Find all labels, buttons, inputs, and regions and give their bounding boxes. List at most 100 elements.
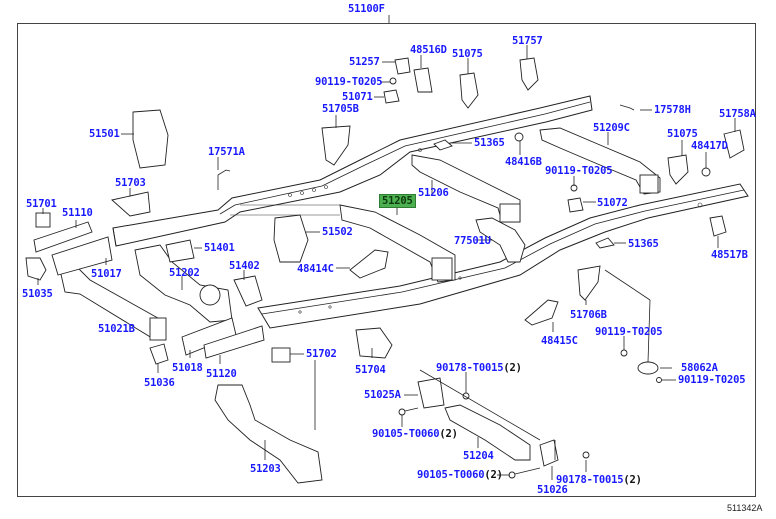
part-label-90119-T0205[interactable]: 90119-T0205 xyxy=(595,326,663,338)
part-label-48415C[interactable]: 48415C xyxy=(541,335,578,347)
bracket-51017 xyxy=(51,236,113,276)
bracket-51402 xyxy=(233,275,263,307)
part-label-51402[interactable]: 51402 xyxy=(229,260,260,272)
fastener-90105a xyxy=(398,407,419,416)
tube-17571A xyxy=(217,169,231,190)
part-label-51026[interactable]: 51026 xyxy=(537,484,568,496)
crossmember-77501U xyxy=(475,217,526,263)
part-label-77501U[interactable]: 77501U xyxy=(454,235,491,247)
part-label-90119-T0205[interactable]: 90119-T0205 xyxy=(315,76,383,88)
part-label-51703[interactable]: 51703 xyxy=(115,177,146,189)
part-label-51704[interactable]: 51704 xyxy=(355,364,386,376)
bracket-51257 xyxy=(394,57,411,75)
part-label-51075[interactable]: 51075 xyxy=(452,48,483,60)
part-label-51072[interactable]: 51072 xyxy=(597,197,628,209)
bracket-48414C xyxy=(349,249,389,279)
part-label-90119-T0205[interactable]: 90119-T0205 xyxy=(545,165,613,177)
part-label-48414C[interactable]: 48414C xyxy=(297,263,334,275)
crossmember-51205 xyxy=(339,204,456,283)
part-label-17571A[interactable]: 17571A xyxy=(208,146,245,158)
part-label-51120[interactable]: 51120 xyxy=(206,368,237,380)
part-label-51757[interactable]: 51757 xyxy=(512,35,543,47)
part-label-51071[interactable]: 51071 xyxy=(342,91,373,103)
part-label-90178-T0015[interactable]: 90178-T0015(2) xyxy=(436,362,522,374)
part-label-48517B[interactable]: 48517B xyxy=(711,249,748,261)
fastener-90119a xyxy=(389,77,397,85)
part-label-48516D[interactable]: 48516D xyxy=(410,44,447,56)
part-label-51075[interactable]: 51075 xyxy=(667,128,698,140)
bracket-51035 xyxy=(25,257,47,281)
assembly-label[interactable]: 51100F xyxy=(348,3,385,15)
part-label-51204[interactable]: 51204 xyxy=(463,450,494,462)
bracket-51704 xyxy=(355,327,393,359)
part-label-51036[interactable]: 51036 xyxy=(144,377,175,389)
part-label-51706B[interactable]: 51706B xyxy=(570,309,607,321)
fastener-48417D xyxy=(701,167,711,177)
part-label-51202[interactable]: 51202 xyxy=(169,267,200,279)
part-label-51401[interactable]: 51401 xyxy=(204,242,235,254)
part-label-51017[interactable]: 51017 xyxy=(91,268,122,280)
crossmember-51209C xyxy=(539,127,661,195)
part-label-51758A[interactable]: 51758A xyxy=(719,108,756,120)
bracket-51072 xyxy=(567,197,584,213)
part-label-90178-T0015[interactable]: 90178-T0015(2) xyxy=(556,474,642,486)
bracket-51501 xyxy=(132,109,169,169)
bracket-51075b xyxy=(667,154,689,185)
bracket-58062A xyxy=(637,361,659,375)
fastener-90119d xyxy=(656,377,662,383)
diagram-frame xyxy=(17,23,756,497)
bracket-51401 xyxy=(165,239,195,263)
part-label-51035[interactable]: 51035 xyxy=(22,288,53,300)
part-label-58062A[interactable]: 58062A xyxy=(681,362,718,374)
part-label-48416B[interactable]: 48416B xyxy=(505,156,542,168)
part-label-51018[interactable]: 51018 xyxy=(172,362,203,374)
part-label-51502[interactable]: 51502 xyxy=(322,226,353,238)
tube-17578H xyxy=(619,104,635,111)
part-label-51209C[interactable]: 51209C xyxy=(593,122,630,134)
part-label-51206[interactable]: 51206 xyxy=(418,187,449,199)
part-label-51501[interactable]: 51501 xyxy=(89,128,120,140)
part-label-51205-selected[interactable]: 51205 xyxy=(379,194,416,208)
fastener-48416B xyxy=(514,132,524,142)
fastener-90105b xyxy=(508,467,541,479)
leader-lines xyxy=(37,45,736,480)
bracket-51110 xyxy=(33,221,93,253)
part-label-51701[interactable]: 51701 xyxy=(26,198,57,210)
bracket-48516D xyxy=(413,67,433,93)
bracket-51365a xyxy=(433,139,453,151)
part-label-17578H[interactable]: 17578H xyxy=(654,104,691,116)
part-label-51702[interactable]: 51702 xyxy=(306,348,337,360)
part-label-51021B[interactable]: 51021B xyxy=(98,323,135,335)
part-label-51110[interactable]: 51110 xyxy=(62,207,93,219)
bracket-51701 xyxy=(35,212,51,228)
bracket-51120 xyxy=(203,325,265,359)
part-label-90105-T0060[interactable]: 90105-T0060(2) xyxy=(372,428,458,440)
bracket-51702 xyxy=(271,347,291,363)
fastener-90178b xyxy=(582,451,590,459)
bracket-51071 xyxy=(383,89,400,104)
part-label-51705B[interactable]: 51705B xyxy=(322,103,359,115)
crossmember-51206 xyxy=(411,154,521,223)
bracket-51706B xyxy=(577,265,601,301)
part-label-51025A[interactable]: 51025A xyxy=(364,389,401,401)
bracket-51036 xyxy=(149,343,169,365)
bracket-51365b xyxy=(595,237,615,249)
fastener-90119c xyxy=(620,349,628,357)
part-label-51203[interactable]: 51203 xyxy=(250,463,281,475)
bracket-48415C xyxy=(524,299,559,326)
frame-rail-upper xyxy=(112,95,593,247)
bracket-51075a xyxy=(459,72,479,109)
part-label-90105-T0060[interactable]: 90105-T0060(2) xyxy=(417,469,503,481)
part-label-48417D[interactable]: 48417D xyxy=(691,140,728,152)
part-label-51365[interactable]: 51365 xyxy=(628,238,659,250)
part-label-51365[interactable]: 51365 xyxy=(474,137,505,149)
part-label-51257[interactable]: 51257 xyxy=(349,56,380,68)
figure-number: 511342A xyxy=(727,503,763,513)
bracket-51502 xyxy=(273,214,309,263)
part-label-90119-T0205[interactable]: 90119-T0205 xyxy=(678,374,746,386)
bracket-51025A xyxy=(417,377,445,409)
bracket-51705B xyxy=(321,125,351,166)
bracket-48517B xyxy=(709,215,727,237)
